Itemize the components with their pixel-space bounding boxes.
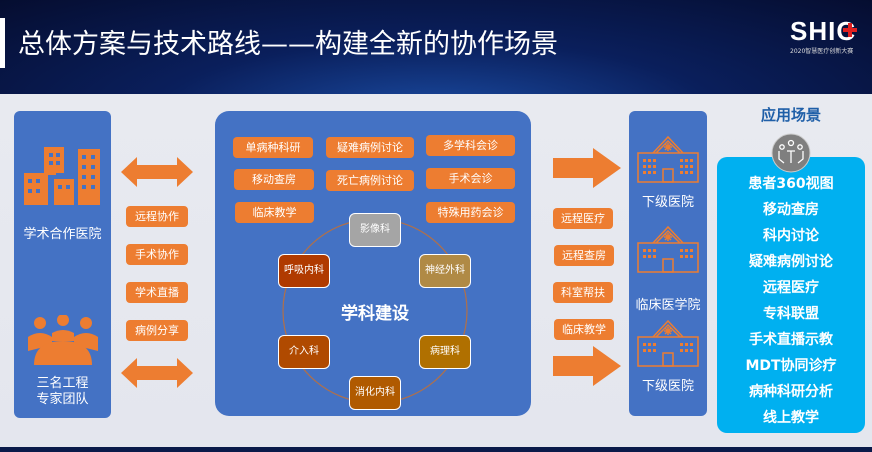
team-label-line1: 三名工程	[36, 376, 89, 391]
double-arrow-icon	[121, 358, 193, 388]
buildings-icon	[24, 147, 100, 205]
scenarios-panel: 患者360视图 移动查房 科内讨论 疑难病例讨论 远程医疗 专科联盟 手术直播示…	[717, 157, 865, 433]
lower-hospital-panel: 下级医院 临床医学院 下级医院	[629, 111, 707, 416]
center-tag: 特殊用药会诊	[426, 202, 515, 223]
scenario-item: 病种科研分析	[749, 384, 833, 400]
right-tag: 远程医疗	[553, 208, 613, 229]
center-tag: 手术会诊	[426, 168, 515, 189]
center-tag: 临床教学	[235, 202, 314, 223]
department-node: 介入科	[278, 335, 330, 369]
scenario-item: MDT协同诊疗	[745, 358, 837, 374]
academic-hospital-label: 学术合作医院	[23, 227, 102, 242]
right-tag: 临床教学	[554, 319, 614, 340]
left-tag: 学术直播	[126, 282, 188, 303]
hospital-icon	[637, 135, 699, 183]
team-label-line2: 专家团队	[36, 392, 89, 407]
left-tag: 手术协作	[126, 244, 188, 265]
right-arrow-icon	[553, 346, 621, 386]
scenario-item: 患者360视图	[748, 176, 834, 192]
title-accent-bar	[0, 18, 5, 68]
department-node: 病理科	[419, 335, 471, 369]
right-tag: 远程查房	[554, 245, 614, 266]
meeting-icon	[771, 133, 811, 173]
scenario-item: 科内讨论	[763, 228, 819, 244]
center-tag: 疑难病例讨论	[326, 137, 414, 158]
center-tag: 单病种科研	[233, 137, 313, 158]
left-tag: 病例分享	[126, 320, 188, 341]
left-panel: 学术合作医院 三名工程专家团队	[14, 111, 111, 418]
center-tag: 移动查房	[234, 169, 314, 190]
red-cross-icon	[843, 23, 857, 37]
header: 总体方案与技术路线——构建全新的协作场景 SHIC 2020智慧医疗创新大赛	[0, 0, 872, 94]
department-node: 呼吸内科	[278, 254, 330, 288]
scenario-item: 远程医疗	[763, 280, 819, 296]
logo-subtitle: 2020智慧医疗创新大赛	[790, 48, 854, 55]
department-node: 神经外科	[419, 254, 471, 288]
scenario-item: 线上教学	[763, 410, 819, 426]
department-node: 消化内科	[349, 376, 401, 410]
double-arrow-icon	[121, 157, 193, 187]
expert-team-icon	[28, 315, 98, 365]
hospital-label: 下级医院	[641, 379, 694, 394]
cycle-ring	[282, 218, 468, 404]
left-tag: 远程协作	[126, 206, 188, 227]
center-panel: 单病种科研 疑难病例讨论 多学科会诊 移动查房 死亡病例讨论 手术会诊 临床教学…	[215, 111, 531, 416]
scenarios-title: 应用场景	[760, 106, 821, 124]
right-tag: 科室帮扶	[553, 282, 613, 303]
hospital-label: 下级医院	[641, 195, 694, 210]
center-tag: 多学科会诊	[426, 135, 515, 156]
scenario-item: 专科联盟	[763, 306, 819, 322]
shic-logo: SHIC 2020智慧医疗创新大赛	[790, 18, 862, 68]
center-tag: 死亡病例讨论	[326, 170, 414, 191]
hospital-icon	[637, 225, 699, 273]
expert-team-label: 三名工程专家团队	[14, 376, 111, 408]
scenario-item: 疑难病例讨论	[749, 254, 833, 270]
scenario-item: 手术直播示教	[749, 332, 833, 348]
discipline-building-title: 学科建设	[341, 304, 409, 324]
department-node: 影像科	[349, 213, 401, 247]
right-arrow-icon	[553, 148, 621, 188]
hospital-icon	[637, 319, 699, 367]
page-title: 总体方案与技术路线——构建全新的协作场景	[18, 29, 558, 60]
footer-bar	[0, 447, 872, 452]
hospital-label: 临床医学院	[635, 298, 701, 313]
scenario-item: 移动查房	[763, 202, 819, 218]
